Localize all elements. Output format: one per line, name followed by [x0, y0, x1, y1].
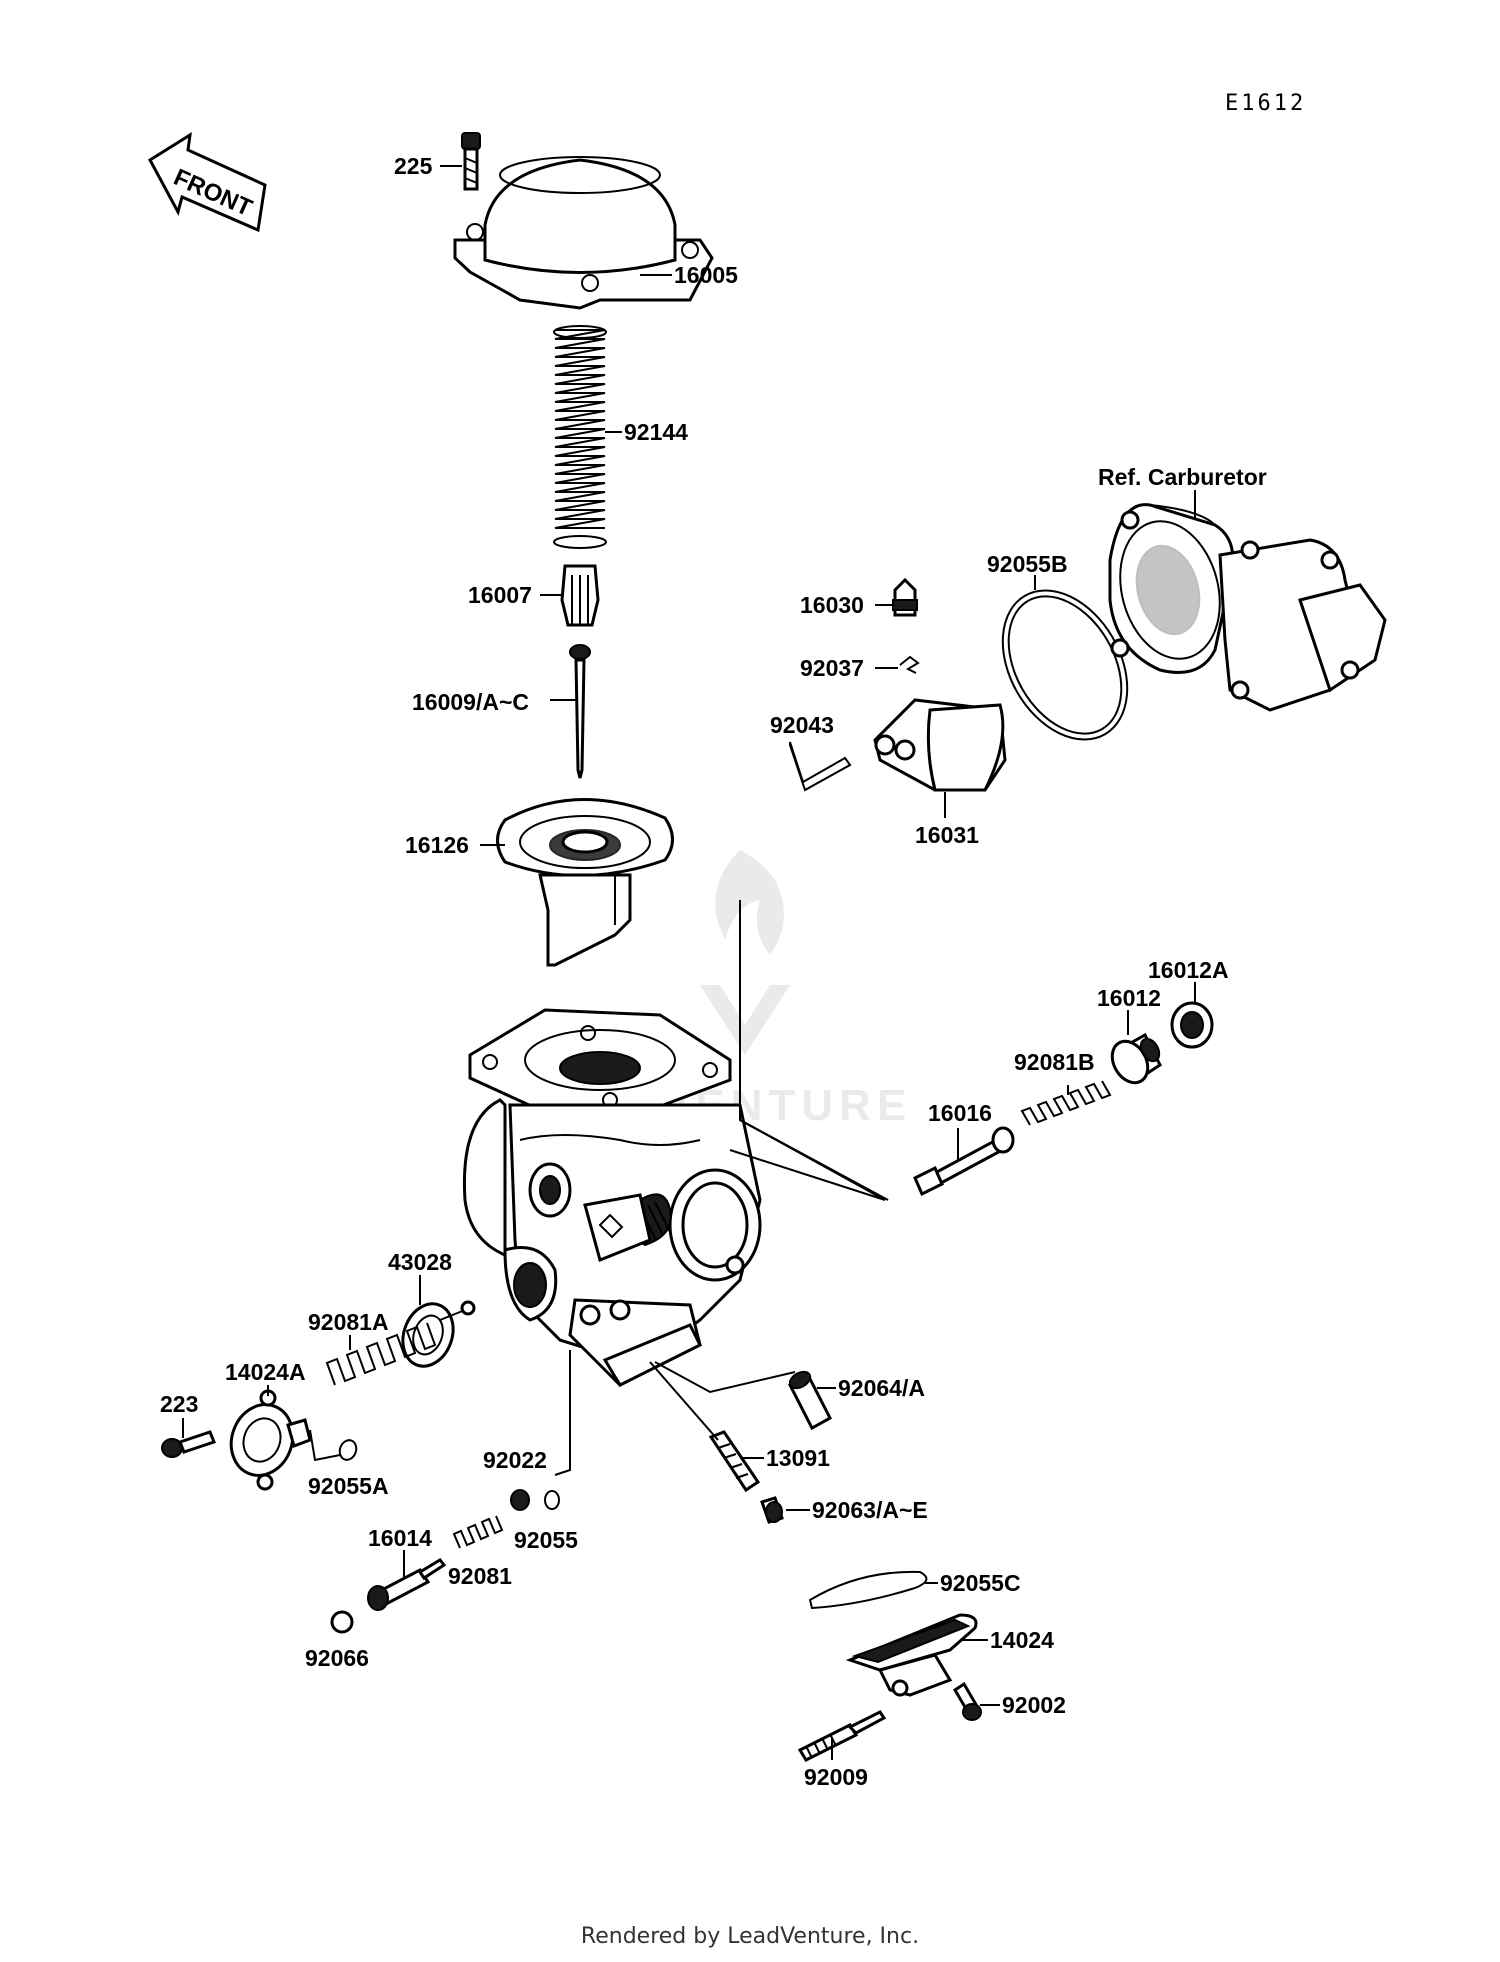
callout-92022: 92022 [483, 1447, 547, 1473]
part-14024A-cover-icon [229, 1389, 312, 1491]
callout-16005: 16005 [674, 262, 738, 288]
callout-225: 225 [394, 153, 433, 179]
part-92055C-gasket-icon [808, 1570, 928, 1610]
ref-carburetor-label: Ref. Carburetor [1098, 464, 1267, 490]
callout-43028: 43028 [388, 1249, 452, 1275]
callout-92055B: 92055B [987, 551, 1068, 577]
callout-16009: 16009/A~C [412, 689, 529, 715]
callout-16014: 16014 [368, 1525, 432, 1551]
callout-92002: 92002 [1002, 1692, 1066, 1718]
part-92081A-spring-icon [325, 1322, 437, 1386]
callout-92037: 92037 [800, 655, 864, 681]
part-13091-jet-icon [708, 1430, 761, 1493]
callout-16007: 16007 [468, 582, 532, 608]
part-16014-pilot-screw-icon [367, 1558, 447, 1611]
callout-92064: 92064/A [838, 1375, 925, 1401]
part-92081B-spring-icon [1020, 1080, 1112, 1126]
callout-92081B: 92081B [1014, 1049, 1095, 1075]
callout-92144: 92144 [624, 419, 688, 445]
callout-16030: 16030 [800, 592, 864, 618]
part-carburetor-body-icon [462, 1008, 762, 1387]
front-arrow-icon: FRONT [148, 132, 267, 233]
callout-92081: 92081 [448, 1563, 512, 1589]
part-16005-top-cover-icon [453, 156, 714, 310]
callout-92009: 92009 [804, 1764, 868, 1790]
callout-16016: 16016 [928, 1100, 992, 1126]
part-92063-main-jet-icon [760, 1496, 784, 1524]
part-16126-diaphragm-icon [496, 798, 674, 967]
part-ref-carburetor-icon [1108, 503, 1387, 712]
callout-13091: 13091 [766, 1445, 830, 1471]
part-92043-pin-icon [789, 741, 852, 792]
part-16007-holder-icon [560, 564, 600, 627]
part-225-screw-icon [461, 132, 481, 191]
footer-credit: Rendered by LeadVenture, Inc. [580, 1924, 920, 1949]
part-14024-float-bowl-icon [845, 1613, 978, 1697]
callout-92055C: 92055C [940, 1570, 1021, 1596]
callout-16126: 16126 [405, 832, 469, 858]
part-92055-o-ring-icon [544, 1490, 560, 1510]
part-92066-cap-icon [330, 1610, 354, 1634]
callout-14024A: 14024A [225, 1359, 306, 1385]
part-92055B-o-ring-icon [1001, 589, 1129, 741]
part-43028-diaphragm-icon [401, 1300, 476, 1368]
callout-92081A: 92081A [308, 1309, 389, 1335]
callout-16031: 16031 [915, 822, 979, 848]
callout-14024: 14024 [990, 1627, 1054, 1653]
callout-92055: 92055 [514, 1527, 578, 1553]
part-92022-washer-icon [510, 1489, 530, 1511]
part-92064-plug-icon [788, 1370, 832, 1431]
callout-92055A: 92055A [308, 1473, 389, 1499]
part-16012A-seal-icon [1170, 1001, 1214, 1049]
part-92037-clip-icon [899, 655, 920, 674]
part-92081-spring-icon [452, 1515, 504, 1549]
callout-92066: 92066 [305, 1645, 369, 1671]
part-16016-plunger-icon [913, 1126, 1015, 1197]
callout-16012: 16012 [1097, 985, 1161, 1011]
callout-92043: 92043 [770, 712, 834, 738]
callout-92063: 92063/A~E [812, 1497, 928, 1523]
callout-16012A: 16012A [1148, 957, 1229, 983]
part-223-screw-icon [161, 1430, 216, 1458]
diagram-code: E1612 [1225, 91, 1306, 116]
part-16031-float-icon [873, 698, 1007, 792]
callout-223: 223 [160, 1391, 198, 1417]
part-92144-spring-icon [553, 325, 607, 549]
part-92009-drain-screw-icon [797, 1710, 887, 1762]
part-16012-cap-icon [1110, 1032, 1162, 1085]
part-92002-bolt-icon [952, 1681, 982, 1721]
part-16009-jet-needle-icon [569, 644, 591, 779]
part-16030-float-valve-icon [892, 577, 918, 617]
part-92055A-o-ring-icon [338, 1439, 358, 1461]
